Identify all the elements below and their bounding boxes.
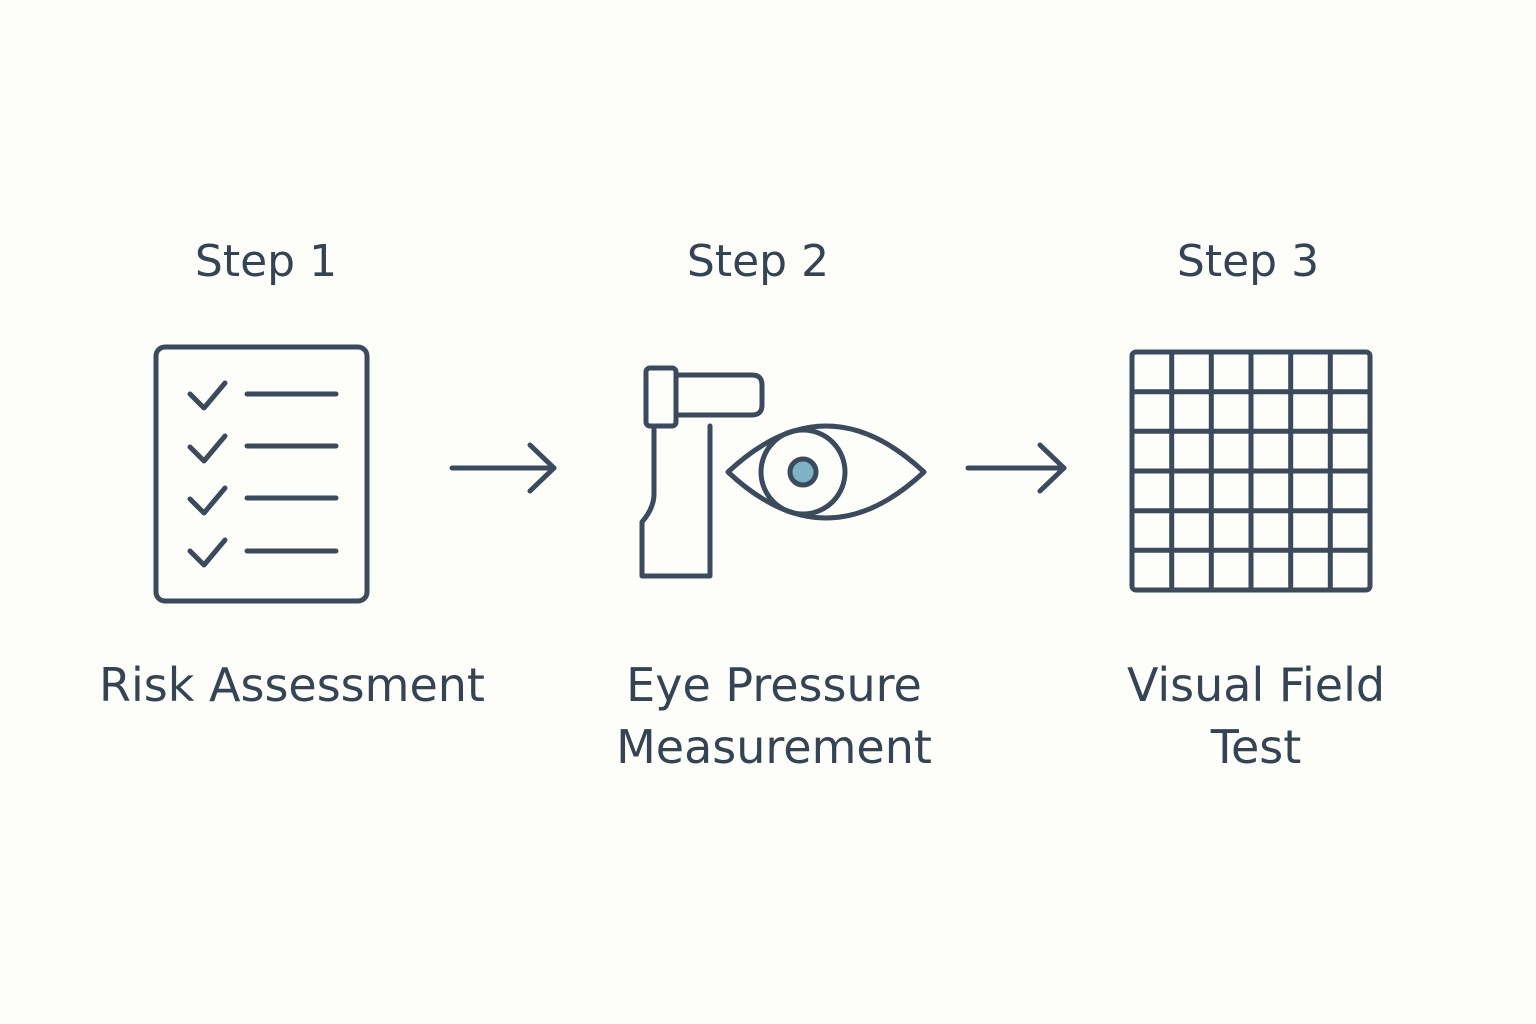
- step-3-title: Step 3: [1176, 236, 1320, 287]
- step-3-label: Visual Field Test: [1046, 654, 1466, 778]
- grid-icon: [1129, 349, 1373, 593]
- step-1-label: Risk Assessment: [82, 654, 502, 716]
- step-3-label-line-1: Visual Field: [1126, 658, 1386, 712]
- step-1-label-line-1: Risk Assessment: [99, 658, 485, 712]
- arrow-right-icon: [449, 442, 557, 494]
- step-3-label-line-2: Test: [1210, 720, 1302, 774]
- step-2-label-line-1: Eye Pressure: [626, 658, 922, 712]
- step-2-title: Step 2: [686, 236, 830, 287]
- step-2-label: Eye Pressure Measurement: [564, 654, 984, 778]
- tonometer-eye-icon: [639, 365, 927, 579]
- step-2-label-line-2: Measurement: [616, 720, 932, 774]
- arrow-right-icon: [965, 442, 1067, 494]
- step-1-title: Step 1: [194, 236, 338, 287]
- checklist-icon: [153, 344, 370, 604]
